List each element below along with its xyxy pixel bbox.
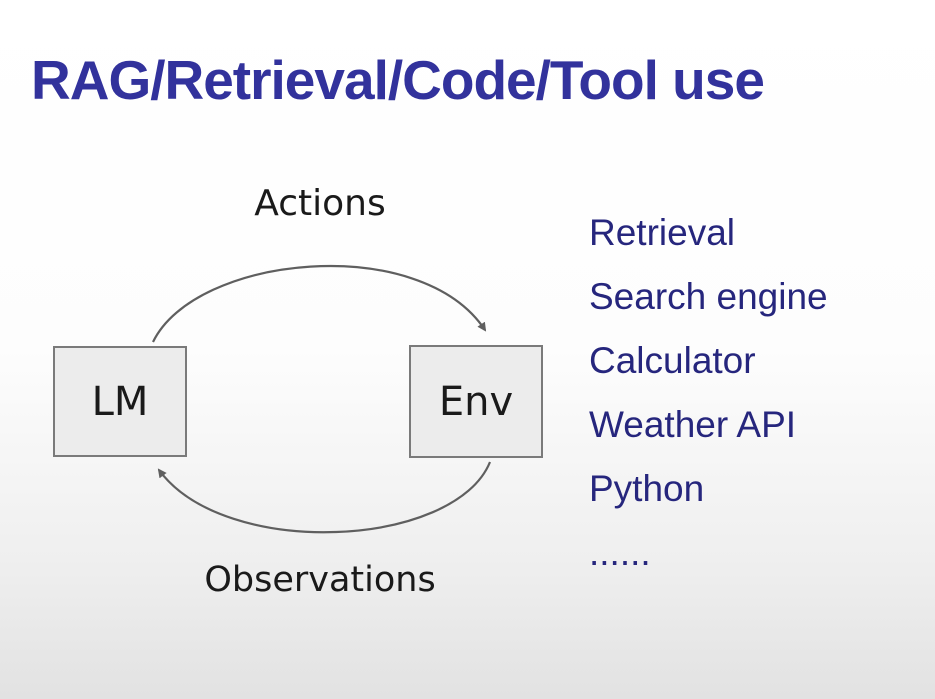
lm-node-box: LM [53, 346, 187, 457]
tool-example-item: Search engine [589, 276, 828, 317]
slide-title: RAG/Retrieval/Code/Tool use [31, 49, 765, 111]
env-node-box: Env [409, 345, 543, 458]
actions-label: Actions [254, 183, 386, 224]
tool-example-item: ...... [589, 532, 651, 573]
observations-label: Observations [204, 560, 436, 600]
actions-arrow [152, 265, 487, 343]
observations-arrow [157, 461, 492, 534]
tool-example-item: Calculator [589, 340, 756, 381]
tool-example-item: Python [589, 468, 705, 509]
tool-example-item: Weather API [589, 404, 797, 445]
tool-example-item: Retrieval [589, 212, 735, 253]
